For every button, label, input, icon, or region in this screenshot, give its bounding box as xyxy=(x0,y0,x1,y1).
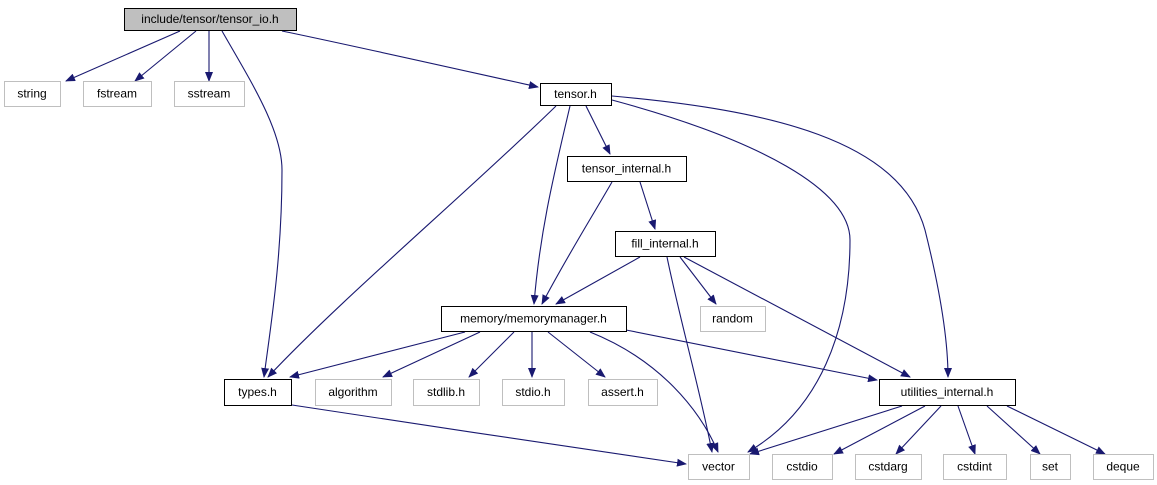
edge-memorymanager-to-algorithm xyxy=(382,331,481,378)
node-fstream: fstream xyxy=(83,81,152,107)
edge-tensor-io-to-types-h xyxy=(221,30,283,378)
edge-fill-internal-to-vector xyxy=(666,256,715,453)
node-box xyxy=(1030,454,1071,480)
node-label: sstream xyxy=(188,87,231,101)
node-box xyxy=(1093,454,1154,480)
node-box xyxy=(124,8,297,31)
node-types-h[interactable]: types.h xyxy=(224,379,292,406)
edge-tensor-internal-to-memorymanager xyxy=(541,181,613,305)
node-box xyxy=(855,454,922,480)
node-stdlib: stdlib.h xyxy=(413,379,480,406)
node-sstream: sstream xyxy=(174,81,245,107)
edge-tensor-h-to-vector xyxy=(611,99,851,453)
node-cstdio: cstdio xyxy=(772,454,833,480)
node-label: stdlib.h xyxy=(427,385,465,399)
node-box xyxy=(615,231,716,257)
edge-memorymanager-to-stdlib xyxy=(468,331,515,378)
node-tensor-internal[interactable]: tensor_internal.h xyxy=(567,156,687,182)
node-label: deque xyxy=(1106,460,1140,474)
node-stdio: stdio.h xyxy=(502,379,565,406)
edge-fill-internal-to-random xyxy=(679,256,717,305)
node-tensor-io[interactable]: include/tensor/tensor_io.h xyxy=(124,8,297,31)
edge-tensor-io-to-tensor-h xyxy=(281,30,539,89)
edge-tensor-io-to-fstream xyxy=(134,30,197,82)
node-tensor-h[interactable]: tensor.h xyxy=(540,83,612,106)
node-label: stdio.h xyxy=(515,385,550,399)
node-utilities-internal[interactable]: utilities_internal.h xyxy=(879,379,1016,406)
edges-layer xyxy=(65,30,1106,467)
node-deque: deque xyxy=(1093,454,1154,480)
node-box xyxy=(540,83,612,106)
node-label: string xyxy=(17,87,46,101)
node-box xyxy=(174,81,245,107)
node-box xyxy=(315,379,392,406)
edge-utilities-internal-to-set xyxy=(986,405,1041,455)
node-box xyxy=(413,379,480,406)
node-box xyxy=(4,81,61,107)
node-box xyxy=(224,379,292,406)
node-string: string xyxy=(4,81,61,107)
node-label: cstdint xyxy=(957,460,992,474)
edge-memorymanager-to-vector xyxy=(589,331,719,453)
edge-utilities-internal-to-cstdio xyxy=(833,405,926,455)
node-label: algorithm xyxy=(328,385,377,399)
node-random: random xyxy=(700,306,766,332)
node-label: cstdarg xyxy=(868,460,907,474)
node-label: random xyxy=(712,312,753,326)
edge-types-h-to-vector xyxy=(291,404,687,467)
edge-memorymanager-to-types-h xyxy=(289,331,466,379)
edge-tensor-io-to-string xyxy=(65,30,181,82)
node-label: types.h xyxy=(238,385,277,399)
edge-utilities-internal-to-deque xyxy=(1006,405,1106,455)
node-label: tensor.h xyxy=(554,87,597,101)
node-box xyxy=(83,81,152,107)
node-label: vector xyxy=(702,460,735,474)
node-vector: vector xyxy=(688,454,750,480)
node-box xyxy=(772,454,833,480)
edge-tensor-h-to-utilities-internal xyxy=(611,95,952,378)
edge-utilities-internal-to-cstdarg xyxy=(895,405,942,455)
node-label: assert.h xyxy=(601,385,644,399)
node-label: set xyxy=(1042,460,1059,474)
edge-memorymanager-to-assert xyxy=(547,331,606,378)
edge-memorymanager-to-utilities-internal xyxy=(625,329,878,383)
node-label: include/tensor/tensor_io.h xyxy=(141,12,278,26)
node-set: set xyxy=(1030,454,1071,480)
node-label: cstdio xyxy=(786,460,818,474)
node-cstdarg: cstdarg xyxy=(855,454,922,480)
node-label: fill_internal.h xyxy=(631,237,698,251)
node-box xyxy=(502,379,565,406)
edge-tensor-h-to-tensor-internal xyxy=(585,105,611,155)
edge-tensor-h-to-types-h xyxy=(267,105,557,378)
node-box xyxy=(441,306,627,332)
node-box xyxy=(879,379,1016,406)
edge-tensor-internal-to-fill-internal xyxy=(639,181,657,230)
node-assert: assert.h xyxy=(588,379,658,406)
node-memorymanager[interactable]: memory/memorymanager.h xyxy=(441,306,627,332)
edge-utilities-internal-to-vector xyxy=(749,405,903,456)
node-box xyxy=(700,306,766,332)
node-label: fstream xyxy=(97,87,137,101)
node-label: utilities_internal.h xyxy=(901,385,994,399)
node-label: tensor_internal.h xyxy=(582,162,671,176)
node-fill-internal[interactable]: fill_internal.h xyxy=(615,231,716,257)
edge-tensor-h-to-memorymanager xyxy=(530,105,571,305)
node-box xyxy=(567,156,687,182)
node-algorithm: algorithm xyxy=(315,379,392,406)
node-label: memory/memorymanager.h xyxy=(460,312,607,326)
node-box xyxy=(588,379,658,406)
node-box xyxy=(688,454,750,480)
edge-fill-internal-to-utilities-internal xyxy=(683,256,911,378)
node-cstdint: cstdint xyxy=(943,454,1007,480)
node-box xyxy=(943,454,1007,480)
edge-fill-internal-to-memorymanager xyxy=(555,256,641,305)
edge-utilities-internal-to-cstdint xyxy=(957,405,976,455)
